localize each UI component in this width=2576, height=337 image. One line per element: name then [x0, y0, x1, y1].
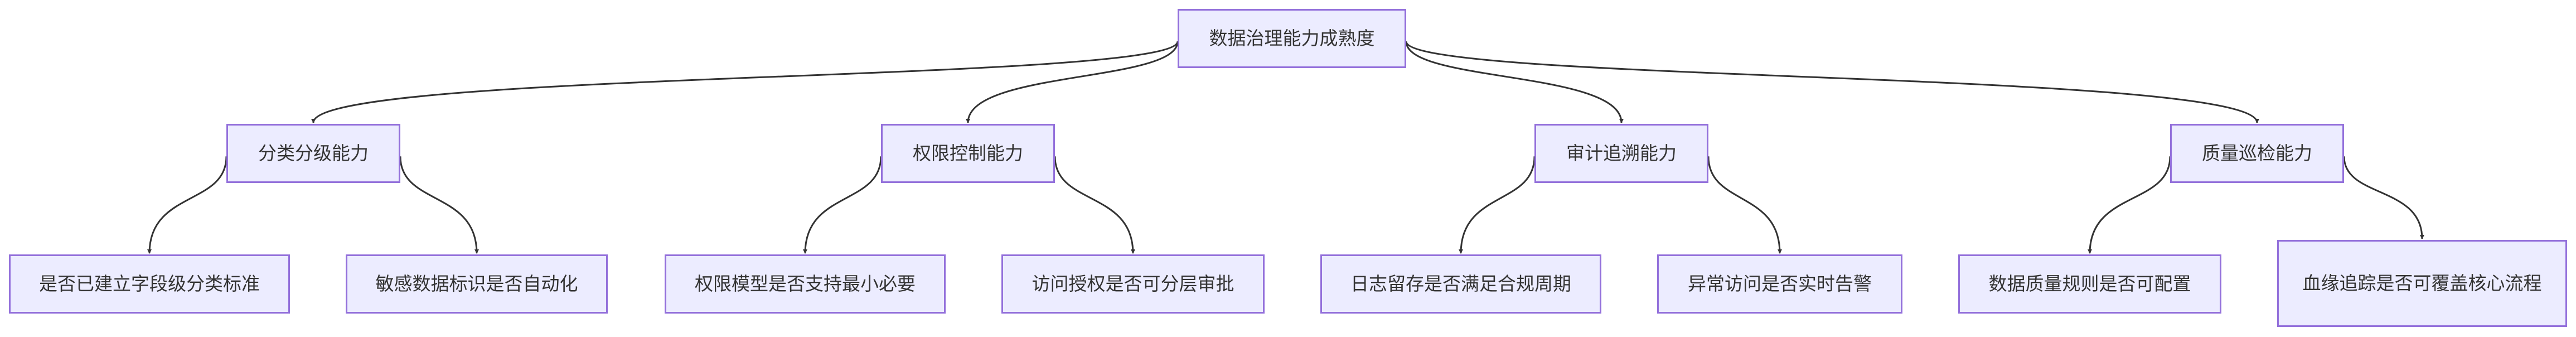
branch-node-label: 分类分级能力 [258, 142, 369, 165]
root-node: 数据治理能力成熟度 [1178, 9, 1406, 68]
edge-root-to-branch [966, 41, 1179, 123]
branch-node-label: 审计追溯能力 [1566, 142, 1677, 165]
branch-node-audit-trace: 审计追溯能力 [1534, 124, 1708, 183]
edge-branch-to-leaf [1459, 156, 1536, 254]
edge-branch-to-leaf [803, 156, 882, 254]
leaf-node-label: 访问授权是否可分层审批 [1032, 273, 1234, 295]
branch-node-classification: 分类分级能力 [226, 124, 400, 183]
leaf-node: 异常访问是否实时告警 [1657, 254, 1902, 314]
edge-branch-to-leaf [399, 156, 479, 254]
leaf-node-label: 异常访问是否实时告警 [1688, 273, 1872, 295]
leaf-node: 日志留存是否满足合规周期 [1320, 254, 1601, 314]
edge-branch-to-leaf [1707, 156, 1782, 254]
edge-root-to-branch [1405, 41, 2259, 123]
leaf-node: 访问授权是否可分层审批 [1001, 254, 1265, 314]
leaf-node: 权限模型是否支持最小必要 [665, 254, 946, 314]
edge-branch-to-leaf [1054, 156, 1135, 254]
root-node-label: 数据治理能力成熟度 [1209, 27, 1375, 50]
leaf-node-label: 是否已建立字段级分类标准 [39, 273, 260, 295]
leaf-node-label: 数据质量规则是否可配置 [1988, 273, 2191, 295]
branch-node-label: 质量巡检能力 [2202, 142, 2312, 165]
leaf-node: 敏感数据标识是否自动化 [346, 254, 608, 314]
edge-branch-to-leaf [147, 156, 227, 254]
leaf-node-label: 权限模型是否支持最小必要 [695, 273, 916, 295]
edge-root-to-branch [1405, 41, 1624, 123]
edge-branch-to-leaf [2088, 156, 2171, 254]
leaf-node-label: 敏感数据标识是否自动化 [375, 273, 578, 295]
edge-root-to-branch [311, 41, 1179, 123]
leaf-node: 是否已建立字段级分类标准 [9, 254, 290, 314]
branch-node-label: 权限控制能力 [913, 142, 1023, 165]
branch-node-access-control: 权限控制能力 [881, 124, 1055, 183]
leaf-node: 数据质量规则是否可配置 [1958, 254, 2221, 314]
leaf-node-label: 血缘追踪是否可覆盖核心流程 [2302, 272, 2542, 295]
leaf-node: 血缘追踪是否可覆盖核心流程 [2277, 240, 2567, 327]
branch-node-quality-inspection: 质量巡检能力 [2170, 124, 2344, 183]
edge-branch-to-leaf [2343, 156, 2424, 239]
leaf-node-label: 日志留存是否满足合规周期 [1350, 273, 1571, 295]
